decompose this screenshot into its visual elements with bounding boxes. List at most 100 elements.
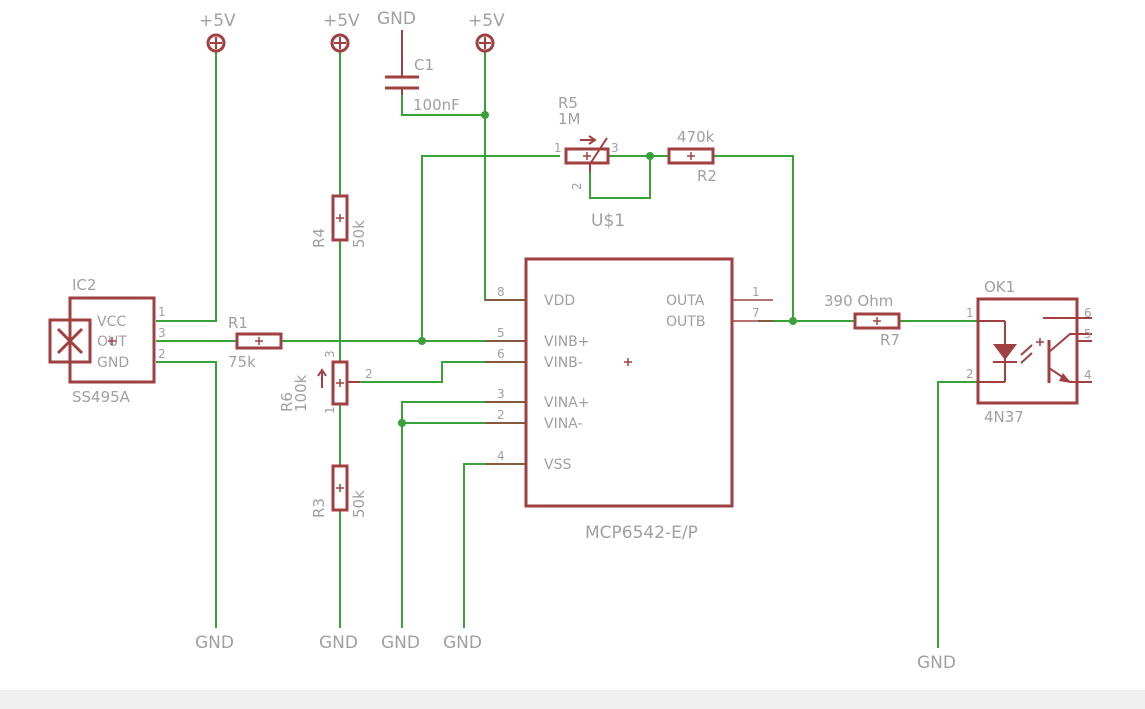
opamp-pin-number: 7 [752, 306, 760, 320]
capacitor-c1[interactable]: C1 100nF [385, 56, 460, 114]
opamp-pin-number: 1 [752, 285, 760, 299]
junction [398, 419, 406, 427]
ok1-pin-number: 4 [1084, 368, 1092, 382]
gnd-label: GND [443, 633, 482, 653]
wires [156, 50, 978, 648]
c1-value: 100nF [413, 96, 460, 114]
wire-ic2-gnd [156, 361, 217, 628]
opamp-mcp6542[interactable]: VDD VINB+ VINB- VINA+ VINA- VSS OUTA OUT… [485, 257, 773, 543]
ic2-ref: IC2 [72, 276, 96, 294]
junction [789, 317, 797, 325]
junction [481, 111, 489, 119]
vcc-label: +5V [323, 11, 360, 31]
ok1-pin-number: 1 [966, 306, 974, 320]
r5-pin-number: 1 [554, 141, 562, 155]
r6-pin-number: 2 [365, 367, 373, 381]
resistor-r3[interactable]: R3 50k [310, 464, 368, 518]
origin-cross-icon [336, 214, 344, 222]
junction [646, 152, 654, 160]
opamp-pin-number: 8 [497, 285, 505, 299]
origin-cross-icon [873, 317, 881, 325]
r7-value: 390 Ohm [824, 292, 893, 310]
ic2-pin-number: 3 [158, 326, 166, 340]
status-bar [0, 690, 1145, 709]
r2-ref: R2 [697, 167, 717, 185]
opamp-pin-number: 2 [497, 408, 505, 422]
r6-ref: R6 [278, 392, 296, 412]
c1-ref: C1 [414, 56, 434, 74]
r3-ref: R3 [310, 498, 328, 518]
r1-ref: R1 [228, 314, 248, 332]
origin-cross-icon [687, 152, 695, 160]
wire-r5-wiper [589, 156, 651, 199]
gnd-label: GND [381, 633, 420, 653]
opamp-pin-number: 3 [497, 387, 505, 401]
ic2-pin-vcc: VCC [97, 314, 126, 330]
wire-r6-vinbm [360, 361, 526, 383]
opamp-pin-vss: VSS [544, 457, 571, 473]
gnd-label: GND [195, 633, 234, 653]
wire-vss-gnd [463, 463, 526, 628]
opamp-pin-outa: OUTA [666, 293, 705, 309]
opamp-pin-vinbp: VINB+ [544, 334, 590, 350]
resistor-r1[interactable]: R1 75k [228, 314, 283, 371]
r5-ref: R5 [558, 94, 578, 112]
resistor-r2[interactable]: 470k R2 [667, 128, 717, 185]
r6-pin-number: 3 [323, 350, 337, 358]
opamp-pin-number: 5 [497, 326, 505, 340]
gnd-label: GND [377, 9, 416, 29]
origin-cross-icon [255, 337, 263, 345]
origin-cross-icon [336, 484, 344, 492]
wire-vinap-gnd [401, 401, 526, 628]
wire-r2-out [714, 155, 794, 321]
vcc-label: +5V [468, 11, 505, 31]
power-symbol-icon [475, 33, 495, 53]
ok1-ref: OK1 [984, 278, 1015, 296]
power-symbol-icon [330, 33, 350, 53]
wire-ok1-gnd [937, 381, 978, 648]
opamp-pin-number: 4 [497, 449, 505, 463]
ic2-pin-number: 1 [158, 305, 166, 319]
opamp-pin-vinap: VINA+ [544, 395, 590, 411]
potentiometer-r6[interactable]: R6 100k 1 2 3 [278, 350, 373, 414]
ic2-hall-sensor[interactable]: IC2 SS495A VCC OUT GND 1 3 2 [48, 276, 166, 406]
ic2-pin-number: 2 [158, 347, 166, 361]
origin-cross-icon [624, 358, 632, 366]
u1-ref: U$1 [591, 211, 625, 231]
opamp-pin-vdd: VDD [544, 293, 575, 309]
ic2-pin-gnd: GND [97, 355, 129, 371]
opamp-pin-outb: OUTB [666, 314, 705, 330]
ok1-pin-number: 2 [966, 367, 974, 381]
r5-pin-number: 2 [570, 182, 584, 190]
origin-cross-icon [336, 379, 344, 387]
power-symbol-icon [206, 33, 226, 53]
r4-ref: R4 [310, 228, 328, 248]
optocoupler-ok1[interactable]: OK1 4N37 1 2 6 5 4 [966, 278, 1092, 426]
gnd-label: GND [319, 633, 358, 653]
r3-value: 50k [350, 490, 368, 518]
vcc-label: +5V [199, 11, 236, 31]
vcc-symbol[interactable]: +5V [199, 11, 236, 53]
potentiometer-r5[interactable]: R5 1M 1 2 3 U$1 [554, 94, 625, 231]
origin-cross-icon [1036, 338, 1044, 346]
gnd-labels: GND GND GND GND GND GND [195, 9, 956, 673]
resistor-r4[interactable]: R4 50k [310, 194, 368, 248]
opamp-value: MCP6542-E/P [585, 523, 698, 543]
ok1-value: 4N37 [984, 408, 1024, 426]
vcc-symbol[interactable]: +5V [323, 11, 360, 53]
r7-ref: R7 [880, 331, 900, 349]
vcc-symbol[interactable]: +5V [468, 11, 505, 53]
r5-pin-number: 3 [611, 141, 619, 155]
ic2-value: SS495A [72, 388, 131, 406]
r6-value: 100k [292, 374, 310, 412]
ok1-pin-number: 5 [1084, 327, 1092, 341]
opamp-pin-number: 6 [497, 347, 505, 361]
r5-value: 1M [558, 110, 581, 128]
ok1-pin-number: 6 [1084, 306, 1092, 320]
x-box-icon [48, 318, 92, 364]
r6-pin-number: 1 [323, 406, 337, 414]
gnd-label: GND [917, 653, 956, 673]
r4-value: 50k [350, 220, 368, 248]
resistor-r7[interactable]: 390 Ohm R7 [824, 292, 901, 349]
